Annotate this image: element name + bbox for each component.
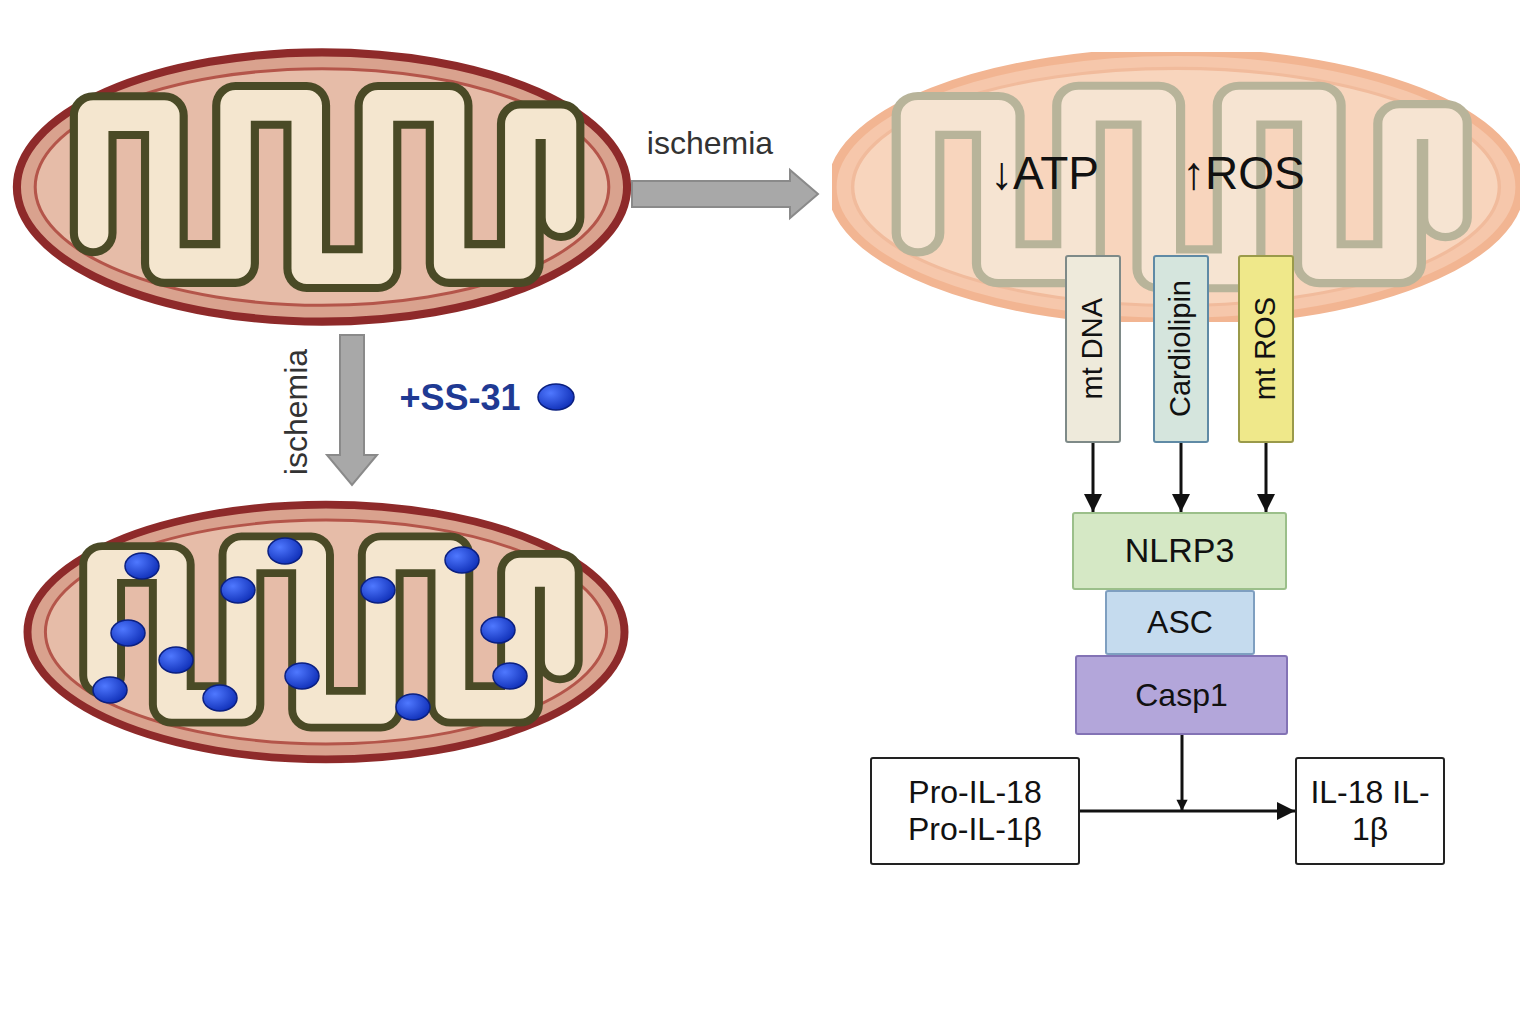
node-label: NLRP3 xyxy=(1125,531,1235,570)
connector-arrow xyxy=(1265,443,1268,512)
arrow-label: ischemia xyxy=(278,349,315,475)
block-arrow xyxy=(632,170,818,218)
cleavage-arrow xyxy=(1181,735,1184,810)
treatment-label: +SS-31 xyxy=(399,377,520,419)
node-label: Cardiolipin xyxy=(1164,280,1197,417)
dam-signal-box: mt ROS xyxy=(1238,255,1294,443)
node-label: mt DNA xyxy=(1076,298,1109,400)
node-label: ASC xyxy=(1147,604,1213,641)
node-label: Casp1 xyxy=(1135,677,1228,714)
node-label: mt ROS xyxy=(1249,297,1282,400)
cytokine-box: Pro-IL-18 Pro-IL-1β xyxy=(870,757,1080,865)
mitochondrion-protected xyxy=(27,505,624,760)
arrow-label: ischemia xyxy=(647,125,773,162)
connector-arrow xyxy=(1180,443,1183,512)
ss31-symbol xyxy=(538,384,574,410)
connector-arrow xyxy=(1092,443,1095,512)
block-arrow xyxy=(327,335,377,485)
metabolic-change: ↓ATP xyxy=(990,147,1099,200)
mitochondrion-normal xyxy=(17,52,627,321)
ss31-particles xyxy=(93,538,527,720)
metabolic-change: ↑ROS xyxy=(1182,147,1305,200)
dam-signal-box: Cardiolipin xyxy=(1153,255,1209,443)
inflammasome-box: ASC xyxy=(1105,590,1255,655)
connector-arrow xyxy=(1080,810,1295,813)
inflammasome-box: Casp1 xyxy=(1075,655,1288,735)
node-label: Pro-IL-18 Pro-IL-1β xyxy=(876,774,1074,848)
node-label: IL-18 IL-1β xyxy=(1301,774,1439,848)
cytokine-box: IL-18 IL-1β xyxy=(1295,757,1445,865)
dam-signal-box: mt DNA xyxy=(1065,255,1121,443)
inflammasome-box: NLRP3 xyxy=(1072,512,1287,590)
